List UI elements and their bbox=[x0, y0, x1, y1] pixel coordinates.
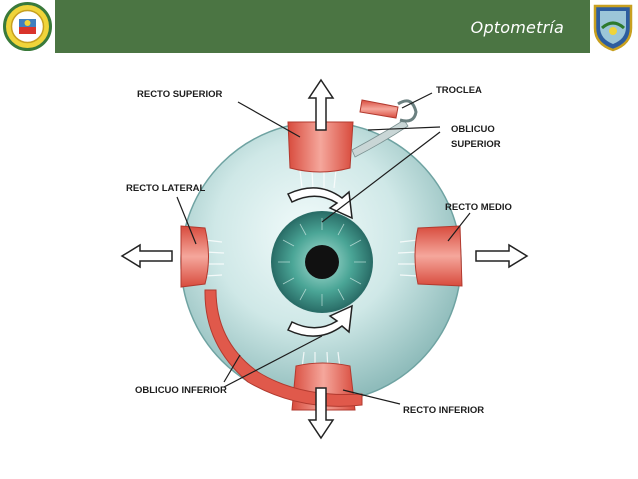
arrow-up bbox=[307, 78, 335, 131]
eye-muscles-diagram: RECTO SUPERIOR TROCLEA OBLICUO SUPERIOR … bbox=[120, 78, 529, 440]
label-troclea: TROCLEA bbox=[436, 85, 482, 96]
iris-fibers bbox=[278, 218, 366, 306]
label-recto-lateral: RECTO LATERAL bbox=[126, 183, 206, 194]
leader-lines bbox=[176, 92, 471, 405]
slide-title: Optometría bbox=[470, 18, 564, 37]
label-oblicuo-inferior: OBLICUO INFERIOR bbox=[135, 385, 227, 396]
recto-superior-muscle bbox=[287, 121, 354, 173]
label-recto-medio: RECTO MEDIO bbox=[445, 202, 512, 213]
rotation-arrow-upper bbox=[286, 187, 353, 220]
pupil bbox=[305, 245, 339, 279]
recto-medio-muscle bbox=[414, 225, 463, 287]
recto-lateral-muscle bbox=[180, 225, 209, 288]
arrow-down bbox=[307, 387, 335, 440]
slide-header: Optometría bbox=[0, 0, 638, 53]
label-oblicuo-superior-1: OBLICUO bbox=[451, 124, 495, 135]
label-recto-inferior: RECTO INFERIOR bbox=[403, 405, 484, 416]
header-band bbox=[55, 0, 590, 53]
institution-shield-icon bbox=[593, 4, 633, 52]
institution-seal-icon bbox=[1, 0, 54, 53]
label-oblicuo-superior-2: SUPERIOR bbox=[451, 139, 501, 150]
oblicuo-superior-muscle bbox=[359, 99, 399, 119]
arrow-right bbox=[475, 243, 529, 269]
oblicuo-inferior-muscle bbox=[204, 289, 363, 407]
arrow-left bbox=[120, 243, 173, 269]
label-recto-superior: RECTO SUPERIOR bbox=[137, 89, 222, 100]
troclea-loop bbox=[397, 99, 418, 123]
rotation-arrow-lower bbox=[286, 304, 353, 337]
